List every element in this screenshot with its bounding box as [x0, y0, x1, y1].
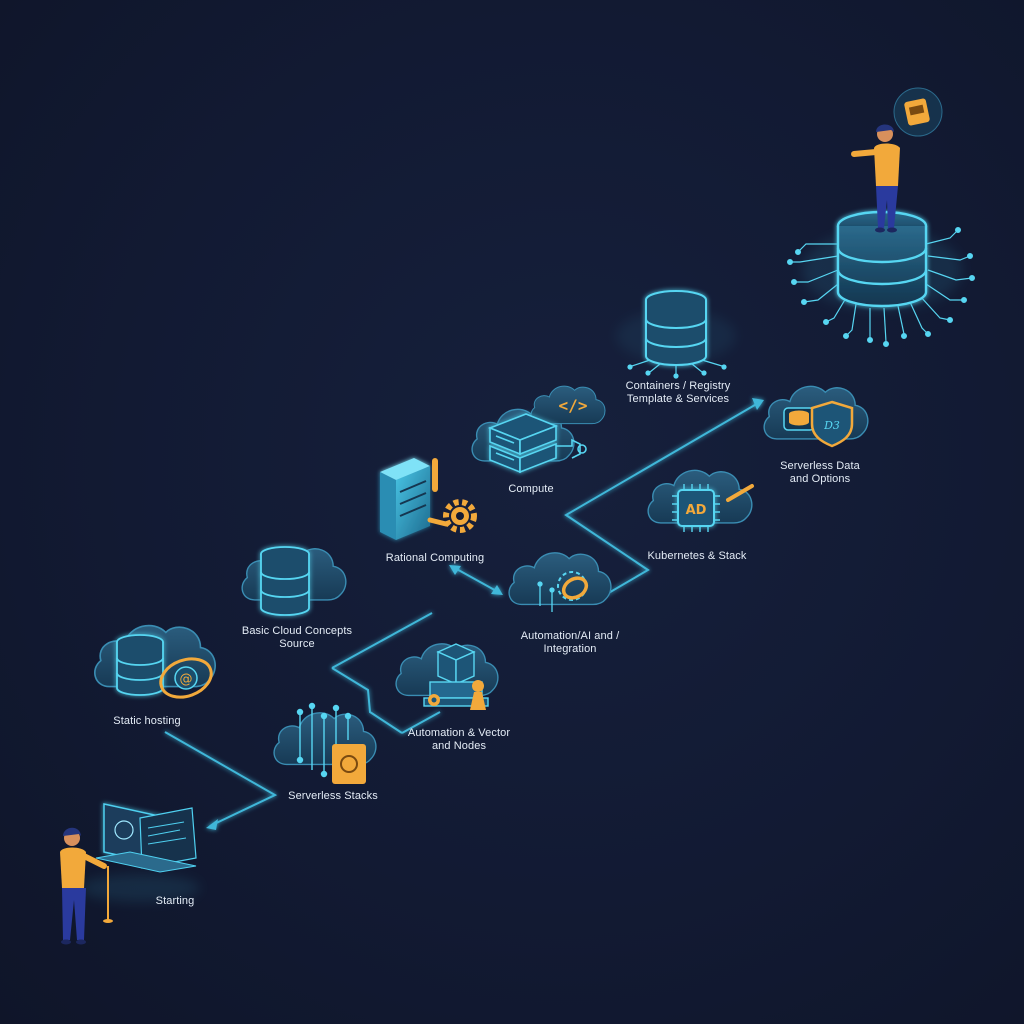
label-kubernetes: Kubernetes & Stack	[647, 550, 746, 563]
chip-icon	[332, 744, 366, 784]
database-icon	[646, 291, 706, 365]
code-icon: </>	[559, 396, 588, 415]
basic-cloud-concepts-node	[242, 547, 346, 615]
label-automation-integration: Automation/AI and / Integration	[521, 630, 620, 656]
label-automation-vector: Automation & Vector and Nodes	[408, 727, 510, 753]
server-rack-icon	[380, 458, 430, 540]
gear-icon	[428, 694, 440, 706]
connection-paths	[165, 398, 764, 830]
floating-badge-icon	[894, 88, 942, 136]
serverless-data-node: D3	[764, 386, 868, 446]
label-basic-cloud-concepts: Basic Cloud Concepts Source	[242, 625, 352, 651]
rational-computing-node	[380, 458, 474, 540]
database-tile-icon	[784, 408, 814, 430]
svg-text:D3: D3	[823, 419, 840, 432]
starting-node	[60, 804, 200, 945]
gear-icon	[446, 502, 474, 530]
label-containers: Containers / Registry Template & Service…	[626, 380, 731, 406]
compute-node: </>	[472, 386, 605, 472]
automation-vector-node	[396, 644, 498, 710]
svg-text:</>: </>	[559, 396, 588, 415]
label-starting: Starting	[156, 895, 195, 908]
chip-icon: AD	[672, 484, 720, 532]
database-icon	[117, 635, 163, 695]
static-hosting-node: @	[95, 626, 217, 704]
destination-node	[788, 88, 975, 346]
containers-node	[616, 291, 736, 378]
svg-text:@: @	[180, 672, 193, 687]
label-compute: Compute	[508, 483, 553, 496]
database-icon	[261, 547, 309, 615]
svg-text:AD: AD	[686, 503, 707, 518]
arrowhead-kubernetes	[752, 398, 764, 410]
label-static-hosting: Static hosting	[113, 715, 180, 728]
label-serverless-stacks: Serverless Stacks	[288, 790, 378, 803]
kubernetes-node: AD	[648, 470, 752, 532]
arrowhead-starting	[206, 819, 218, 830]
label-serverless-data: Serverless Data and Options	[780, 460, 860, 486]
serverless-stacks-node	[274, 704, 376, 785]
automation-integration-node	[509, 553, 611, 612]
label-rational-computing: Rational Computing	[386, 552, 484, 565]
path-rational-to-integration	[453, 567, 500, 593]
